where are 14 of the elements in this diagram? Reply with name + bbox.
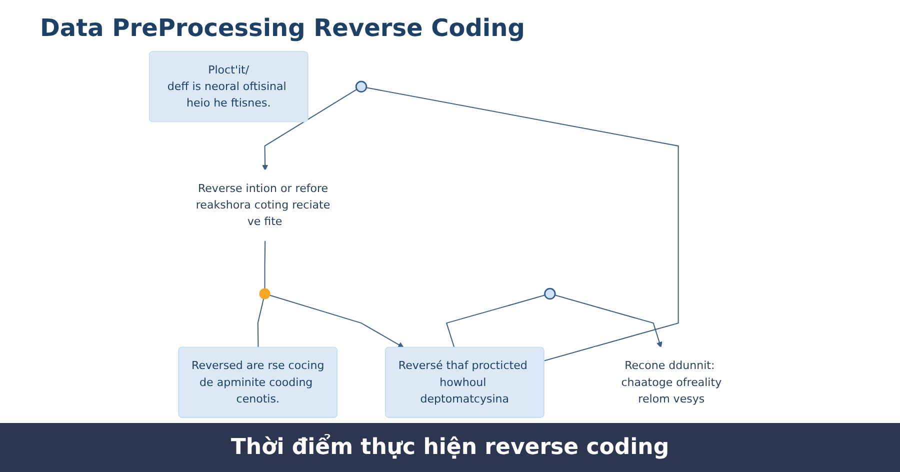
node-text: Recone ddunnit: chaatoge ofreality relom vesys [621,358,722,406]
arrow [262,88,358,171]
node-text: Reverse intion or refore reakshora coting reciate ve fite [196,182,330,228]
arrow [270,294,404,348]
node-circle [355,80,368,93]
arrow [554,294,662,348]
node-circle [544,288,556,300]
connector [366,87,679,362]
connector [257,298,264,348]
diagram-title: Data PreProcessing Reverse Coding [40,14,525,42]
node-circle [259,288,270,300]
connector [264,240,266,289]
caption-banner: Thời điểm thực hiện reverse coding [0,423,900,472]
connector [446,294,546,348]
